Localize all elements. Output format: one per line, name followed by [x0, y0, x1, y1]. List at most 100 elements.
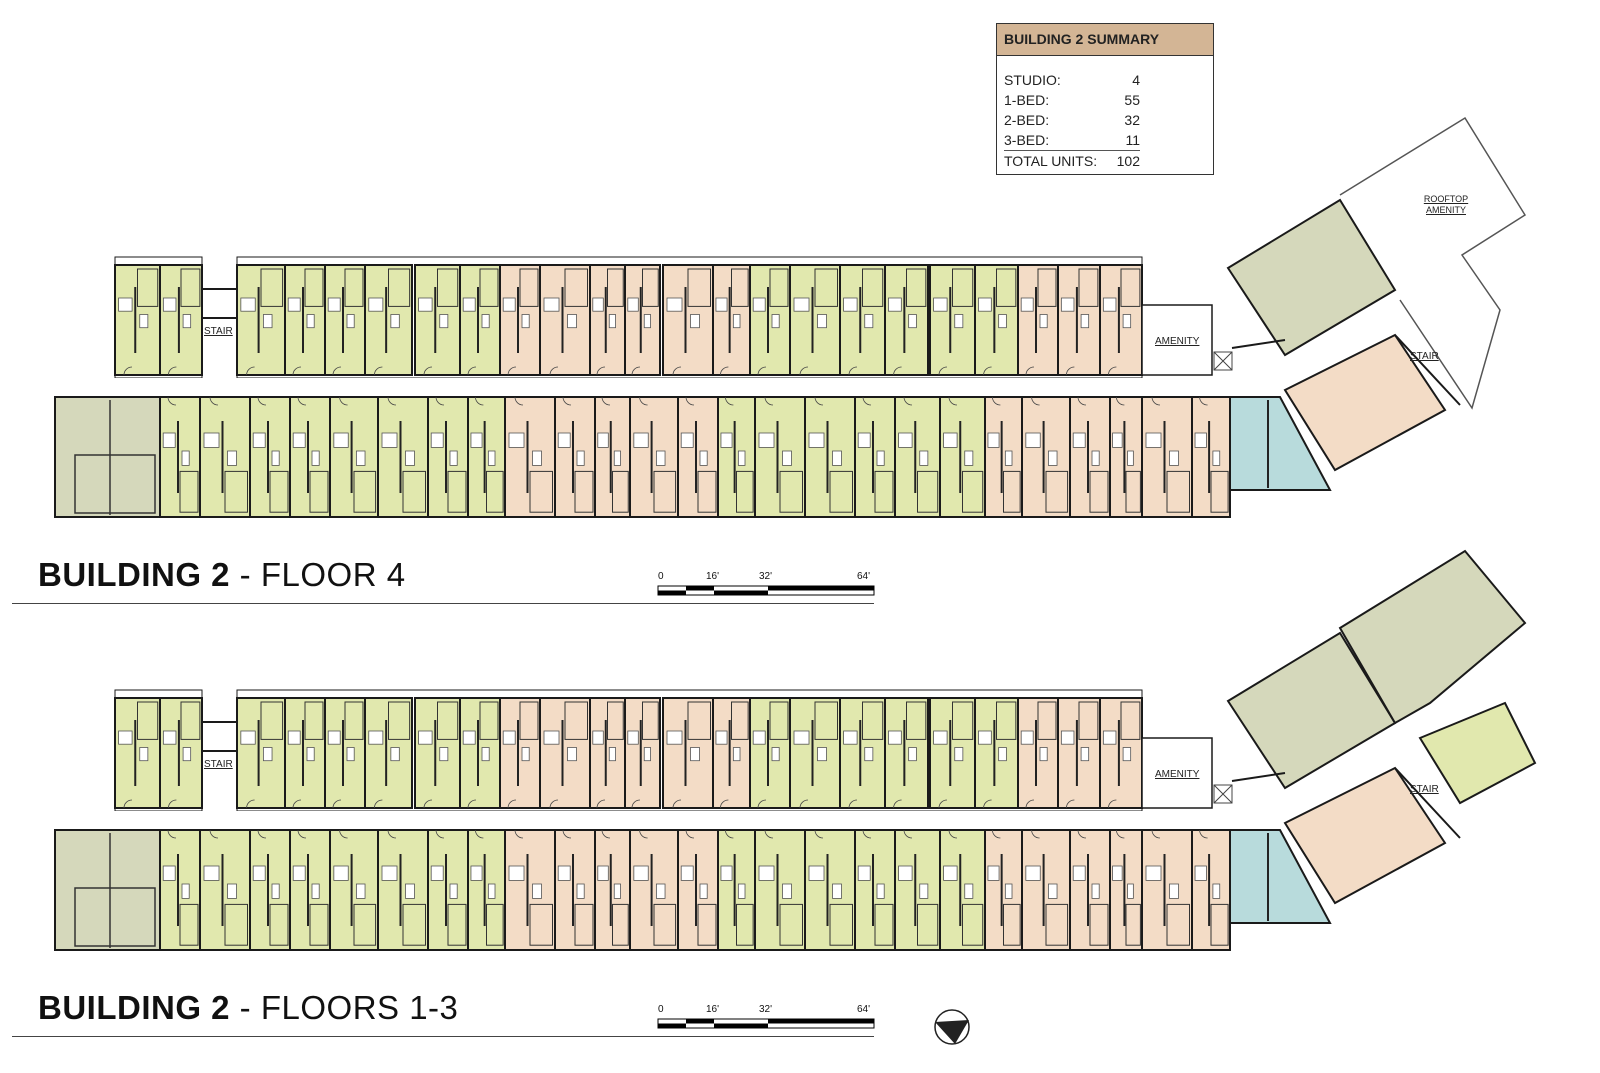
bathroom-fixture: [1212, 450, 1221, 466]
bedroom: [862, 701, 884, 740]
furniture: [715, 297, 728, 312]
summary-value: 32: [1124, 112, 1140, 128]
door-swing: [423, 799, 433, 809]
bathroom-fixture: [832, 883, 842, 899]
furniture: [470, 865, 483, 881]
door-swing: [562, 829, 572, 839]
furniture: [793, 730, 810, 745]
door-swing: [257, 396, 267, 406]
furniture: [162, 730, 177, 745]
bedroom: [519, 701, 539, 740]
bathroom-fixture: [919, 450, 929, 466]
summary-value: 55: [1124, 92, 1140, 108]
door-swing: [167, 829, 177, 839]
door-swing: [983, 799, 992, 809]
furniture: [978, 730, 992, 745]
furniture: [327, 297, 341, 312]
bathroom-fixture: [864, 314, 874, 329]
scale-bar-segment: [686, 1019, 714, 1024]
bathroom-fixture: [954, 747, 964, 762]
scale-tick: 0: [658, 1004, 664, 1015]
bedroom: [574, 470, 594, 513]
elevator-x: [1213, 784, 1233, 804]
bedroom: [269, 470, 289, 513]
furniture: [368, 730, 384, 745]
furniture: [381, 865, 398, 881]
unit-sage: [54, 829, 161, 951]
unit-green: [236, 697, 286, 809]
bedroom: [962, 903, 984, 946]
scale-tick: 64': [857, 1004, 871, 1015]
door-swing: [514, 396, 524, 406]
bathroom-fixture: [532, 883, 542, 899]
door-swing: [631, 366, 641, 376]
door-swing: [1116, 396, 1125, 406]
bathroom-fixture: [1127, 883, 1134, 899]
bedroom: [224, 470, 248, 513]
summary-title: BUILDING 2 SUMMARY: [997, 24, 1213, 56]
furniture: [1072, 432, 1086, 448]
bathroom-fixture: [690, 314, 700, 329]
scale-bar-segment: [768, 586, 874, 591]
bedroom: [814, 268, 838, 307]
bedroom: [353, 470, 377, 513]
furniture: [508, 432, 525, 448]
furniture: [627, 297, 639, 312]
furniture: [597, 432, 609, 448]
door-swing: [725, 829, 734, 839]
amenity-room: [1141, 737, 1213, 809]
bedroom: [736, 470, 754, 513]
bathroom-fixture: [271, 450, 280, 466]
bedroom: [224, 903, 248, 946]
unit-green: [1418, 701, 1537, 805]
bathroom-fixture: [181, 883, 190, 899]
door-swing: [467, 799, 477, 809]
furniture: [381, 432, 398, 448]
door-swing: [938, 366, 948, 376]
furniture: [1025, 432, 1041, 448]
bedroom: [1037, 268, 1057, 307]
bathroom-fixture: [737, 883, 746, 899]
bathroom-fixture: [608, 314, 616, 329]
furniture: [203, 865, 220, 881]
door-swing: [549, 799, 559, 809]
door-swing: [1066, 799, 1075, 809]
unit-sage: [54, 396, 161, 518]
bathroom-fixture: [876, 883, 885, 899]
scale-tick: 32': [759, 1004, 773, 1015]
furniture: [592, 730, 604, 745]
door-swing: [475, 829, 484, 839]
bedroom: [874, 903, 894, 946]
bedroom: [1078, 268, 1099, 307]
door-swing: [514, 829, 524, 839]
unit-green: [854, 396, 896, 518]
summary-label: 3-BED:: [1004, 132, 1050, 148]
plan-title-floor-4: BUILDING 2 - FLOOR 4: [38, 556, 406, 593]
unit-peach: [504, 396, 556, 518]
furniture: [470, 432, 483, 448]
bathroom-fixture: [1127, 450, 1134, 466]
bedroom: [388, 268, 411, 307]
bedroom: [1045, 470, 1069, 513]
door-swing: [297, 829, 307, 839]
bathroom-fixture: [271, 883, 280, 899]
bedroom: [1078, 701, 1099, 740]
bedroom: [344, 268, 364, 307]
door-swing: [983, 366, 992, 376]
bedroom: [180, 701, 201, 740]
bathroom-fixture: [954, 314, 964, 329]
bedroom: [179, 903, 199, 946]
furniture: [430, 865, 444, 881]
bathroom-fixture: [732, 314, 741, 329]
unit-green: [884, 697, 929, 809]
unit-teal: [1229, 396, 1332, 491]
bedroom: [486, 903, 504, 946]
bathroom-fixture: [346, 747, 355, 762]
door-swing: [1108, 366, 1117, 376]
bathroom-fixture: [567, 747, 577, 762]
bathroom-fixture: [1039, 314, 1048, 329]
furniture: [720, 432, 733, 448]
bathroom-fixture: [182, 747, 192, 762]
bedroom: [962, 470, 984, 513]
summary-total-value: 102: [1116, 153, 1140, 169]
